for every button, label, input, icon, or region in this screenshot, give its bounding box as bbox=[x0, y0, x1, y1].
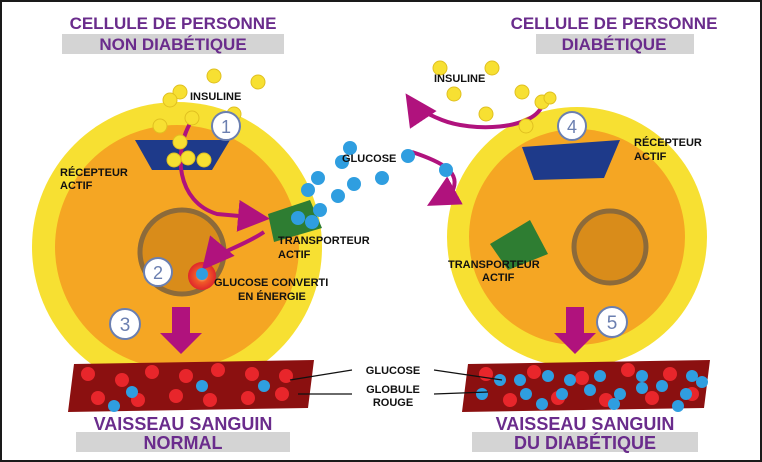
glucose-in-vessel bbox=[108, 400, 120, 412]
vessel-title-right-line1: VAISSEAU SANGUIN bbox=[496, 414, 675, 434]
vessel-right bbox=[462, 360, 710, 412]
label-transporteur-right-2: ACTIF bbox=[482, 272, 515, 284]
glucose-in-vessel bbox=[614, 388, 626, 400]
glucose-in-vessel bbox=[636, 370, 648, 382]
step-2: 2 bbox=[143, 257, 173, 287]
title-left-line1: CELLULE DE PERSONNE bbox=[70, 14, 277, 33]
step-5-number: 5 bbox=[607, 313, 618, 334]
vessel-title-left-line2: NORMAL bbox=[144, 433, 223, 453]
step-4: 4 bbox=[557, 111, 587, 141]
label-glucose-vessel: GLUCOSE bbox=[366, 365, 420, 377]
red-blood-cell bbox=[179, 369, 193, 383]
glucose-in-vessel bbox=[564, 374, 576, 386]
red-blood-cell bbox=[115, 373, 129, 387]
red-blood-cell bbox=[279, 369, 293, 383]
glucose-in-vessel bbox=[680, 388, 692, 400]
vessel-title-left-line1: VAISSEAU SANGUIN bbox=[94, 414, 273, 434]
label-converti-2: EN ÉNERGIE bbox=[238, 290, 306, 303]
label-globule-1: GLOBULE bbox=[366, 384, 420, 396]
step-1: 1 bbox=[211, 111, 241, 141]
cell-right-transporter bbox=[490, 220, 548, 270]
label-recepteur-left-2: ACTIF bbox=[60, 180, 93, 192]
step-3-number: 3 bbox=[120, 315, 131, 336]
step-3: 3 bbox=[109, 308, 141, 340]
label-recepteur-left-1: RÉCEPTEUR bbox=[60, 166, 128, 179]
red-blood-cell bbox=[211, 363, 225, 377]
step-5: 5 bbox=[596, 306, 628, 338]
title-band-right bbox=[536, 34, 694, 54]
red-blood-cell bbox=[621, 363, 635, 377]
label-transporteur-left-1: TRANSPORTEUR bbox=[278, 235, 370, 247]
glucose-in-vessel bbox=[696, 376, 708, 388]
red-blood-cell bbox=[145, 365, 159, 379]
pointer-globule-right bbox=[433, 391, 489, 395]
arrow-glucose-right bbox=[411, 150, 463, 206]
red-blood-cell bbox=[169, 389, 183, 403]
pointer-glucose-left bbox=[289, 369, 353, 381]
title-band-left bbox=[62, 34, 284, 54]
vessel-band-right bbox=[472, 432, 698, 452]
red-blood-cell bbox=[81, 367, 95, 381]
label-transporteur-left-2: ACTIF bbox=[278, 249, 311, 261]
glucose-in-vessel bbox=[258, 380, 270, 392]
label-insuline-left: INSULINE bbox=[190, 91, 241, 103]
glucose-in-vessel bbox=[686, 370, 698, 382]
insulin-molecules bbox=[152, 60, 557, 168]
glucose-in-vessel bbox=[556, 388, 568, 400]
glucose-in-vessel bbox=[126, 386, 138, 398]
pointer-glucose-right bbox=[433, 369, 503, 381]
label-globule-2: ROUGE bbox=[373, 397, 413, 409]
glucose-in-vessel bbox=[672, 400, 684, 412]
glucose-in-vessel bbox=[196, 380, 208, 392]
red-blood-cell bbox=[527, 365, 541, 379]
red-blood-cell bbox=[575, 371, 589, 385]
label-recepteur-right-1: RÉCEPTEUR bbox=[634, 136, 702, 149]
label-glucose-mid: GLUCOSE bbox=[342, 153, 396, 165]
arrow-insulin-to-receptor bbox=[178, 118, 270, 232]
glucose-in-vessel bbox=[520, 388, 532, 400]
vessel-band-left bbox=[76, 432, 290, 452]
red-blood-cell bbox=[203, 393, 217, 407]
glucose-in-vessel bbox=[636, 382, 648, 394]
arrow-down-left bbox=[160, 307, 202, 354]
step-1-number: 1 bbox=[221, 117, 231, 137]
glucose-in-vessel bbox=[514, 374, 526, 386]
glucose-in-vessel bbox=[584, 384, 596, 396]
step-4-number: 4 bbox=[567, 117, 577, 137]
red-blood-cell bbox=[275, 387, 289, 401]
red-blood-cell bbox=[663, 367, 677, 381]
red-blood-cell bbox=[241, 391, 255, 405]
glucose-in-vessel bbox=[656, 380, 668, 392]
glucose-in-vessel bbox=[594, 370, 606, 382]
cell-right-nucleus bbox=[571, 208, 649, 286]
cell-right-receptor bbox=[522, 140, 620, 180]
step-2-number: 2 bbox=[153, 263, 163, 283]
title-left-line2: NON DIABÉTIQUE bbox=[99, 35, 246, 54]
glucose-molecules bbox=[196, 141, 453, 280]
label-converti-1: GLUCOSE CONVERTI bbox=[214, 277, 328, 289]
label-insuline-right: INSULINE bbox=[434, 73, 485, 85]
glucose-in-vessel bbox=[542, 370, 554, 382]
glucose-in-vessel bbox=[608, 398, 620, 410]
arrow-glucose-to-energy bbox=[201, 230, 266, 271]
title-right-line2: DIABÉTIQUE bbox=[562, 35, 667, 54]
glucose-in-vessel bbox=[476, 388, 488, 400]
label-transporteur-right-1: TRANSPORTEUR bbox=[448, 259, 540, 271]
label-recepteur-right-2: ACTIF bbox=[634, 151, 667, 163]
vessel-left bbox=[68, 360, 314, 412]
red-blood-cell bbox=[91, 391, 105, 405]
arrow-down-right bbox=[554, 307, 596, 354]
red-blood-cell bbox=[645, 391, 659, 405]
glucose-in-vessel bbox=[536, 398, 548, 410]
red-blood-cell bbox=[245, 367, 259, 381]
vessel-title-right-line2: DU DIABÉTIQUE bbox=[514, 432, 656, 453]
cell-right bbox=[447, 107, 707, 367]
red-blood-cell bbox=[503, 393, 517, 407]
title-right-line1: CELLULE DE PERSONNE bbox=[511, 14, 718, 33]
